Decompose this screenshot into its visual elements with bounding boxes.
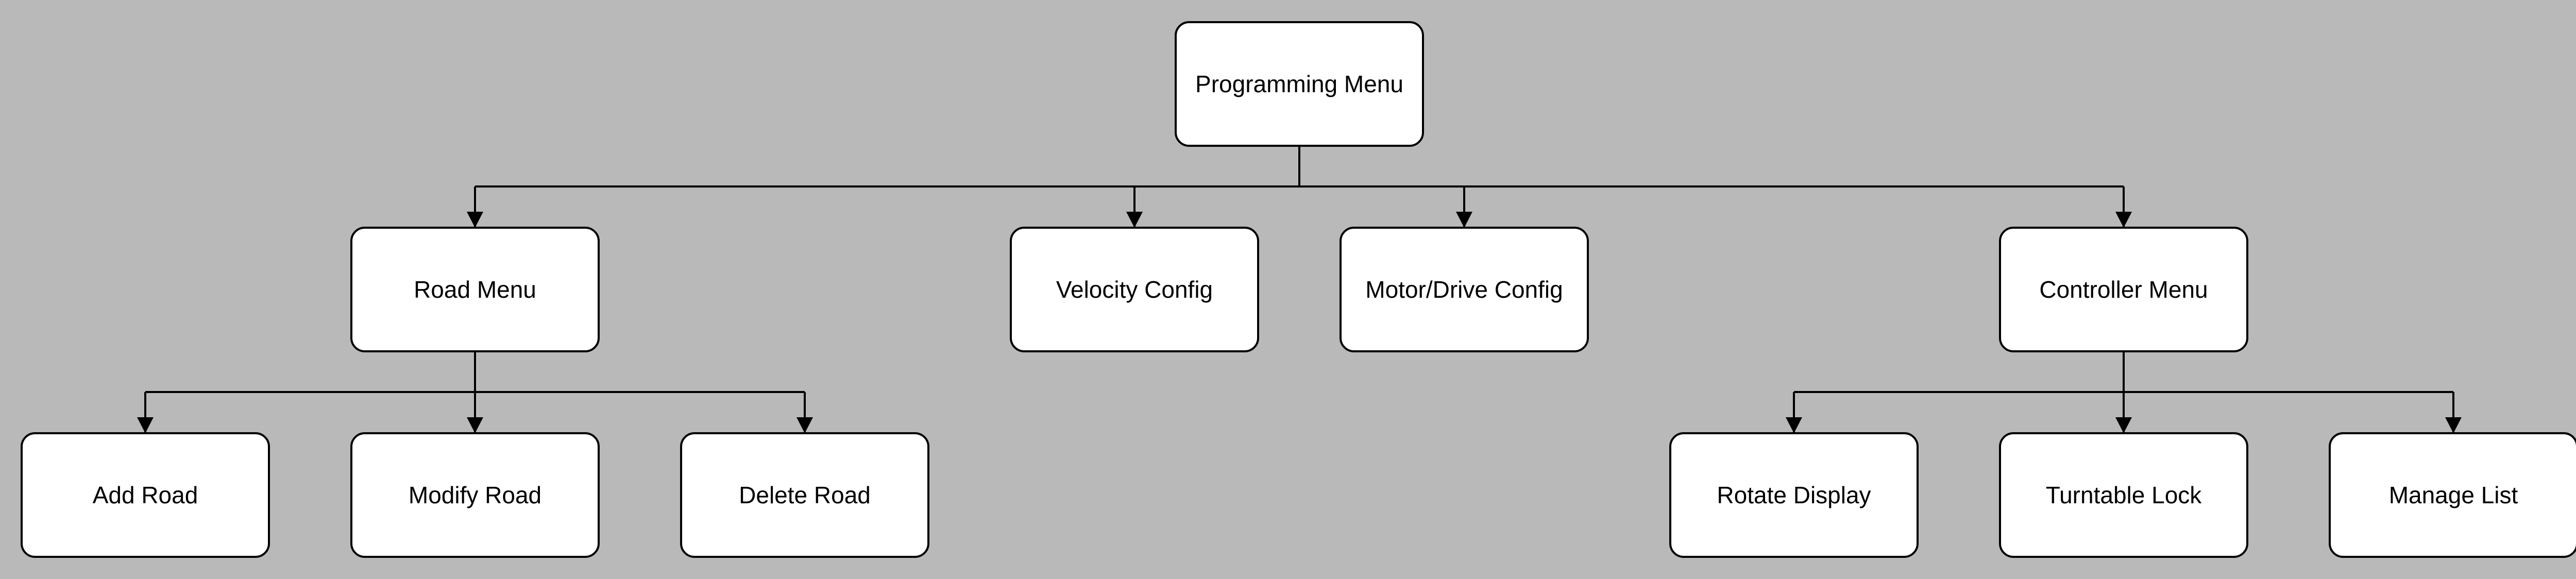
- node-rotate-display: Rotate Display: [1669, 432, 1919, 558]
- node-label-add-road: Add Road: [93, 482, 198, 508]
- node-label-road-menu: Road Menu: [414, 276, 536, 303]
- node-velocity-config: Velocity Config: [1010, 227, 1259, 352]
- node-modify-road: Modify Road: [350, 432, 600, 558]
- node-label-velocity-config: Velocity Config: [1056, 276, 1213, 303]
- arrowhead-modify-road: [467, 417, 483, 433]
- node-label-manage-list: Manage List: [2389, 482, 2518, 508]
- nodes: Programming Menu Road Menu Velocity Conf…: [21, 21, 2576, 558]
- node-add-road: Add Road: [21, 432, 270, 558]
- arrowhead-turntable-lock: [2115, 417, 2132, 433]
- node-delete-road: Delete Road: [680, 432, 929, 558]
- node-manage-list: Manage List: [2329, 432, 2576, 558]
- arrowhead-velocity-config: [1126, 212, 1143, 228]
- node-label-controller-menu: Controller Menu: [2039, 276, 2208, 303]
- node-label-rotate-display: Rotate Display: [1717, 482, 1871, 508]
- node-motor-drive-config: Motor/Drive Config: [1340, 227, 1589, 352]
- node-label-turntable-lock: Turntable Lock: [2046, 482, 2202, 508]
- arrowhead-road-menu: [467, 212, 483, 228]
- node-label-motor-drive-config: Motor/Drive Config: [1365, 276, 1563, 303]
- arrowhead-manage-list: [2445, 417, 2462, 433]
- arrowhead-motor-drive-config: [1456, 212, 1472, 228]
- arrowhead-add-road: [137, 417, 154, 433]
- node-controller-menu: Controller Menu: [1999, 227, 2248, 352]
- node-label-modify-road: Modify Road: [409, 482, 541, 508]
- node-turntable-lock: Turntable Lock: [1999, 432, 2248, 558]
- node-road-menu: Road Menu: [350, 227, 600, 352]
- arrowhead-controller-menu: [2115, 212, 2132, 228]
- arrowhead-rotate-display: [1786, 417, 1802, 433]
- node-programming-menu: Programming Menu: [1175, 21, 1424, 147]
- node-label-delete-road: Delete Road: [739, 482, 871, 508]
- arrowhead-delete-road: [796, 417, 813, 433]
- node-label-programming-menu: Programming Menu: [1195, 71, 1403, 97]
- arrowheads: [137, 212, 2462, 433]
